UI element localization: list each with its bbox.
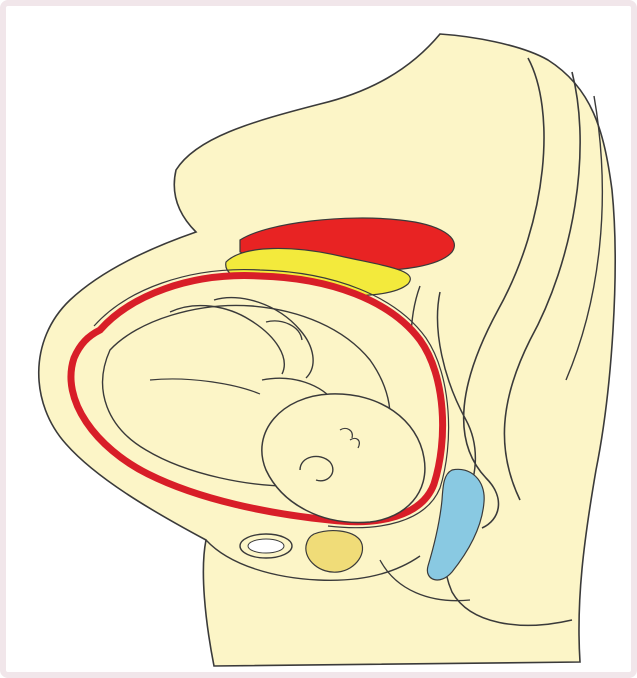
pelvic-bone-inner (248, 539, 284, 553)
